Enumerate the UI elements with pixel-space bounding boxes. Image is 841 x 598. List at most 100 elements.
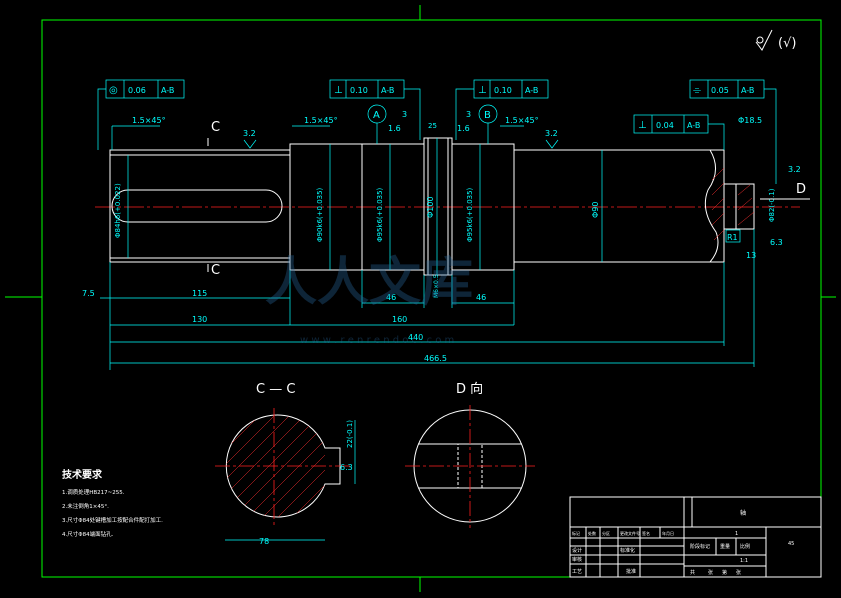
svg-text:160: 160 bbox=[392, 315, 407, 324]
hdr-date: 年月日 bbox=[662, 530, 674, 536]
small-dim-3b: 3 bbox=[466, 110, 471, 119]
bt-total: 共 bbox=[690, 569, 695, 576]
tol5-symbol: ⊥ bbox=[638, 120, 647, 131]
tech-item-1: 1.调质处理HB217~255. bbox=[62, 488, 125, 496]
rough-4: 3.2 bbox=[545, 129, 558, 138]
mid-standard: 标准化 bbox=[620, 547, 635, 554]
tech-item-4: 4.尺寸Φ84端面钻孔. bbox=[62, 530, 114, 538]
dia-d6: Φ90 bbox=[591, 202, 600, 218]
tol4-symbol: ⌯ bbox=[693, 85, 701, 96]
rt-weight: 重量 bbox=[720, 543, 730, 550]
tol4-value: 0.05 bbox=[711, 86, 729, 95]
view-d: D 向 bbox=[405, 381, 535, 528]
dia-d8: Φ82(-0.1) bbox=[768, 188, 776, 222]
svg-text:130: 130 bbox=[192, 315, 207, 324]
tol2-ref: A-B bbox=[381, 86, 394, 95]
title-part-name: 轴 bbox=[740, 509, 746, 517]
hdr-count: 处数 bbox=[588, 530, 596, 536]
roughness-general-text: (√) bbox=[778, 36, 796, 51]
tol4-ref: A-B bbox=[741, 86, 754, 95]
hdr-change: 更改文件号 bbox=[620, 530, 640, 536]
rt-scale: 比例 bbox=[740, 543, 750, 550]
drawing-border bbox=[41, 19, 822, 578]
mid-approve: 批准 bbox=[626, 568, 636, 575]
dia-d5: Φ95k6(+0.035) bbox=[466, 187, 474, 242]
tech-item-2: 2.未注倒角1×45°. bbox=[62, 502, 109, 510]
section-cc-view: C — C 22(-0.1) 6.3 78 bbox=[215, 382, 356, 546]
svg-text:A: A bbox=[373, 110, 380, 121]
tolerance-frame-3: ⊥ 0.10 A-B bbox=[455, 79, 549, 140]
tol5-value: 0.04 bbox=[656, 121, 674, 130]
small-dim-25: 25 bbox=[428, 122, 437, 130]
tech-title: 技术要求 bbox=[62, 468, 103, 481]
tolerance-frame-2: ⊥ 0.10 A-B bbox=[329, 79, 421, 140]
tech-requirements: 技术要求 1.调质处理HB217~255. 2.未注倒角1×45°. 3.尺寸Φ… bbox=[62, 468, 163, 538]
tol1-symbol: ◎ bbox=[109, 85, 118, 96]
rough-3: 1.6 bbox=[457, 124, 470, 133]
hdr-mark: 标记 bbox=[572, 530, 580, 536]
hdr-sign: 签名 bbox=[642, 530, 650, 536]
view-d-arrow: D bbox=[796, 182, 806, 197]
view-d-title: D 向 bbox=[456, 381, 483, 397]
svg-text:46: 46 bbox=[386, 293, 396, 302]
tol3-ref: A-B bbox=[525, 86, 538, 95]
small-dim-r1: R1 bbox=[727, 233, 738, 242]
row-process: 工艺 bbox=[572, 569, 582, 575]
tolerance-frame-5: ⊥ 0.04 A-B bbox=[633, 114, 725, 150]
title-material: 45 bbox=[788, 541, 794, 547]
tol2-value: 0.10 bbox=[350, 86, 368, 95]
watermark: 人人文库 w w w . r e n r e n d o c . c o m bbox=[265, 253, 473, 346]
tol1-ref: A-B bbox=[161, 86, 174, 95]
datum-a: A bbox=[367, 104, 387, 144]
watermark-main: 人人文库 bbox=[265, 253, 473, 313]
rough-2: 1.6 bbox=[388, 124, 401, 133]
datum-b: B bbox=[478, 104, 498, 144]
title-scale: 1:1 bbox=[740, 558, 748, 564]
chamfer-mid: 1.5×45° bbox=[304, 116, 338, 125]
chamfer-right: 1.5×45° bbox=[505, 116, 539, 125]
section-cc-width: 78 bbox=[259, 537, 269, 546]
bt-no: 第 bbox=[722, 569, 727, 576]
small-dim-13: 13 bbox=[746, 251, 756, 260]
title-count: 1 bbox=[735, 531, 738, 537]
tol2-symbol: ⊥ bbox=[334, 85, 343, 96]
tolerance-frame-4: ⌯ 0.05 A-B bbox=[689, 79, 777, 184]
bt-sheet1: 张 bbox=[708, 569, 713, 576]
svg-text:115: 115 bbox=[192, 289, 207, 298]
dia-d3: Φ95k6(+0.035) bbox=[376, 187, 384, 242]
dia-d4: Φ100 bbox=[426, 196, 435, 218]
section-c-bottom: C bbox=[211, 263, 220, 278]
chamfer-left: 1.5×45° bbox=[132, 116, 166, 125]
svg-text:440: 440 bbox=[408, 333, 423, 342]
small-dim-phi: Φ18.5 bbox=[738, 116, 762, 125]
dia-d1: Φ84h6(+0.022) bbox=[114, 183, 122, 238]
tol3-value: 0.10 bbox=[494, 86, 512, 95]
section-cc-depth: 22(-0.1) bbox=[346, 420, 354, 448]
section-cc-key: 6.3 bbox=[340, 463, 353, 472]
rough-1: 3.2 bbox=[243, 129, 256, 138]
tol5-ref: A-B bbox=[687, 121, 700, 130]
rough-6: 6.3 bbox=[770, 238, 783, 247]
svg-text:B: B bbox=[484, 110, 491, 121]
watermark-url: w w w . r e n r e n d o c . c o m bbox=[300, 335, 454, 346]
svg-text:M6×0.5: M6×0.5 bbox=[433, 274, 440, 298]
tolerance-frame-1: ◎ 0.06 A-B bbox=[97, 79, 185, 150]
bt-sheet2: 张 bbox=[736, 569, 741, 576]
section-cc-title: C — C bbox=[256, 382, 295, 397]
svg-text:46: 46 bbox=[476, 293, 486, 302]
roughness-general-symbol: (√) bbox=[755, 29, 796, 51]
tol3-symbol: ⊥ bbox=[478, 85, 487, 96]
row-review: 审核 bbox=[572, 556, 582, 563]
svg-text:7.5: 7.5 bbox=[82, 289, 95, 298]
section-c-top: C bbox=[211, 120, 220, 135]
svg-text:466.5: 466.5 bbox=[424, 354, 447, 363]
row-design: 设计 bbox=[572, 547, 582, 554]
title-block: 轴 标记 处数 分区 更改文件号 签名 年月日 设计 审核 工艺 标准化 批准 … bbox=[569, 496, 822, 578]
dia-d2: Φ90k6(+0.035) bbox=[316, 187, 324, 242]
rough-5: 3.2 bbox=[788, 165, 801, 174]
tech-item-3: 3.尺寸Φ84处键槽加工按配合件配打加工. bbox=[62, 516, 163, 524]
rt-stage: 阶段标记 bbox=[690, 543, 710, 550]
hdr-zone: 分区 bbox=[602, 530, 610, 536]
